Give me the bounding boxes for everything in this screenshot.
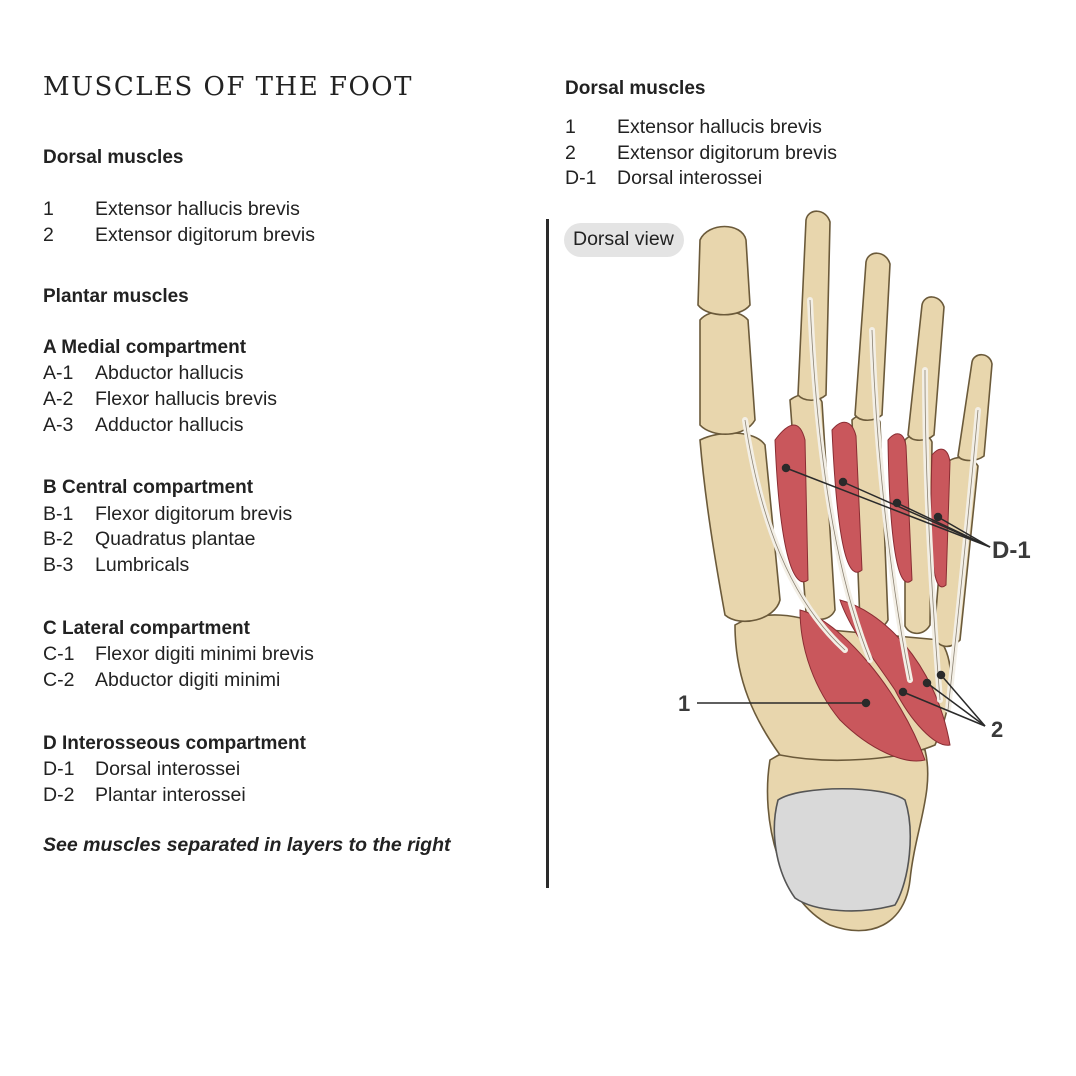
item-name: Dorsal interossei bbox=[617, 167, 763, 189]
item-number: D-1 bbox=[43, 758, 75, 780]
group-heading-interosseous: D Interosseous compartment bbox=[43, 733, 306, 754]
item-number: B-1 bbox=[43, 503, 74, 525]
list-item: A-2 Flexor hallucis brevis bbox=[43, 388, 277, 411]
talus-surface bbox=[773, 787, 911, 912]
group-heading-lateral: C Lateral compartment bbox=[43, 618, 250, 639]
list-item: C-1 Flexor digiti minimi brevis bbox=[43, 643, 314, 666]
list-item: 2 Extensor digitorum brevis bbox=[565, 142, 837, 165]
column-divider bbox=[546, 219, 549, 888]
list-item: B-1 Flexor digitorum brevis bbox=[43, 503, 292, 526]
item-number: 2 bbox=[43, 224, 54, 246]
plantar-muscles-heading: Plantar muscles bbox=[43, 286, 189, 307]
layers-note: See muscles separated in layers to the r… bbox=[43, 834, 451, 856]
list-item: D-2 Plantar interossei bbox=[43, 784, 246, 807]
dorsal-interossei-muscles bbox=[774, 421, 951, 588]
item-number: D-1 bbox=[565, 167, 597, 189]
item-number: 1 bbox=[43, 198, 54, 220]
list-item: 1 Extensor hallucis brevis bbox=[565, 116, 822, 139]
page-title: MUSCLES OF THE FOOT bbox=[43, 72, 413, 102]
item-name: Plantar interossei bbox=[95, 784, 246, 806]
item-name: Flexor hallucis brevis bbox=[95, 388, 278, 410]
list-item: B-2 Quadratus plantae bbox=[43, 528, 255, 551]
list-item: 1 Extensor hallucis brevis bbox=[43, 198, 300, 221]
group-heading-central: B Central compartment bbox=[43, 477, 254, 498]
toe2-phalanges bbox=[797, 210, 831, 402]
item-name: Extensor hallucis brevis bbox=[617, 116, 822, 138]
callout-lines bbox=[697, 463, 991, 727]
view-label-badge: Dorsal view bbox=[564, 223, 684, 257]
item-number: B-3 bbox=[43, 554, 74, 576]
list-item: D-1 Dorsal interossei bbox=[43, 758, 240, 781]
item-name: Lumbricals bbox=[95, 554, 190, 576]
callout-2: 2 bbox=[991, 717, 1003, 742]
group-heading-medial: A Medial compartment bbox=[43, 337, 247, 358]
list-item: D-1 Dorsal interossei bbox=[565, 167, 762, 190]
list-item: 2 Extensor digitorum brevis bbox=[43, 224, 315, 247]
item-name: Abductor digiti minimi bbox=[95, 669, 281, 691]
tendon-outlines bbox=[744, 299, 979, 711]
item-number: D-2 bbox=[43, 784, 75, 806]
list-item: B-3 Lumbricals bbox=[43, 554, 189, 577]
item-name: Dorsal interossei bbox=[95, 758, 241, 780]
item-name: Abductor hallucis bbox=[95, 362, 244, 384]
right-dorsal-heading: Dorsal muscles bbox=[565, 78, 706, 99]
item-number: 2 bbox=[565, 142, 576, 164]
item-number: A-2 bbox=[43, 388, 74, 410]
item-number: C-1 bbox=[43, 643, 75, 665]
item-number: B-2 bbox=[43, 528, 74, 550]
dorsal-muscles-heading: Dorsal muscles bbox=[43, 147, 184, 168]
item-number: C-2 bbox=[43, 669, 75, 691]
item-name: Extensor digitorum brevis bbox=[617, 142, 838, 164]
hallux-proximal-phalanx bbox=[699, 310, 756, 435]
toe5-phalanges bbox=[957, 353, 993, 462]
callout-d1: D-1 bbox=[992, 537, 1031, 564]
item-name: Flexor digiti minimi brevis bbox=[95, 643, 314, 665]
list-item: A-3 Adductor hallucis bbox=[43, 414, 244, 437]
item-name: Quadratus plantae bbox=[95, 528, 256, 550]
item-name: Extensor hallucis brevis bbox=[95, 198, 300, 220]
list-item: A-1 Abductor hallucis bbox=[43, 362, 244, 385]
item-name: Extensor digitorum brevis bbox=[95, 224, 316, 246]
item-number: 1 bbox=[565, 116, 576, 138]
hallux-distal-phalanx bbox=[697, 225, 751, 316]
item-name: Adductor hallucis bbox=[95, 414, 244, 436]
item-number: A-1 bbox=[43, 362, 74, 384]
item-number: A-3 bbox=[43, 414, 74, 436]
item-name: Flexor digitorum brevis bbox=[95, 503, 293, 525]
callout-1: 1 bbox=[678, 691, 690, 716]
list-item: C-2 Abductor digiti minimi bbox=[43, 669, 280, 692]
